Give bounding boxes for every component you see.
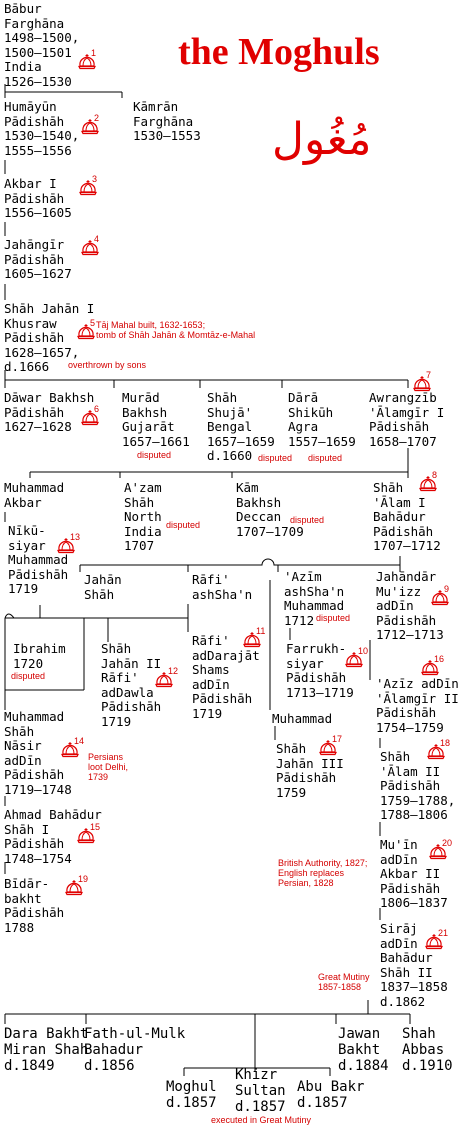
- note-overthrown: overthrown by sons: [68, 360, 147, 370]
- reign-number: 14: [74, 736, 85, 746]
- urdu-title: مُغُول: [272, 114, 372, 165]
- person-jawan-bakht: Jawan Bakht d.1884: [338, 1026, 389, 1074]
- person-abu-bakr: Abu Bakr d.1857: [297, 1079, 365, 1111]
- person-shah-shuja: Shāh Shujā' Bengal 1657–1659 d.1660: [207, 390, 275, 463]
- person-shah-jahan-iii: Shāh Jahān III Pādishāh 1759: [276, 741, 344, 800]
- crown-icon: [65, 880, 83, 896]
- person-fath-ul-mulk: Fath-ul-Mulk Bahadur d.1856: [84, 1026, 186, 1074]
- person-rafi-ashshan: Rāfi' ashSha'n: [192, 572, 253, 602]
- note-great-mutiny: Great Mutiny 1857-1858: [318, 972, 370, 992]
- note-disputed-azim: disputed: [316, 613, 351, 623]
- person-dara-shikuh: Dārā Shikūh Agra 1557–1659: [288, 390, 356, 449]
- person-shah-alam-ii: Shāh 'Ālam II Pādishāh 1759–1788, 1788–1…: [380, 749, 456, 822]
- crown-icon: [77, 324, 95, 340]
- person-babur: Bābur Farghāna 1498–1500, 1500–1501 Indi…: [4, 1, 80, 89]
- person-akbar-i: Akbar I Pādishāh 1556–1605: [4, 176, 72, 220]
- crown-icon: [61, 742, 79, 758]
- person-khizr-sultan: Khizr Sultan d.1857: [235, 1067, 286, 1115]
- person-kamran: Kāmrān Farghāna 1530–1553: [133, 99, 201, 143]
- person-nikusiyar: Nīkū- siyar Muhammad Pādishāh 1719: [8, 523, 69, 596]
- reign-number: 1: [91, 48, 97, 58]
- person-humayun: Humāyūn Pādishāh 1530–1540, 1555–1556: [4, 99, 80, 158]
- crown-icon: [413, 376, 431, 392]
- reign-number: 12: [168, 666, 179, 676]
- reign-number: 13: [70, 532, 81, 542]
- person-awrangzib: Awrangzīb 'Ālamgīr I Pādishāh 1658–1707: [369, 390, 445, 449]
- reign-number: 15: [90, 822, 101, 832]
- person-dara-bakht: Dara Bakht Miran Shah d.1849: [4, 1026, 89, 1074]
- crown-icon: [431, 590, 449, 606]
- note-disputed-shuja: disputed: [258, 453, 293, 463]
- note-disputed-murad: disputed: [137, 450, 172, 460]
- crown-icon: [81, 240, 99, 256]
- reign-number: 3: [92, 174, 98, 184]
- reign-number: 21: [438, 928, 449, 938]
- person-moghul: Moghul d.1857: [166, 1079, 217, 1111]
- reign-number: 7: [426, 370, 432, 380]
- crown-icon: [81, 410, 99, 426]
- person-farrukhsiyar: Farrukh- siyar Pādishāh 1713–1719: [286, 641, 354, 700]
- reign-number: 9: [444, 584, 450, 594]
- person-jahan-shah: Jahān Shāh: [84, 572, 122, 602]
- person-shah-abbas: Shah Abbas d.1910: [402, 1026, 453, 1074]
- reign-number: 17: [332, 734, 343, 744]
- reign-number: 18: [440, 738, 451, 748]
- crown-icon: [155, 672, 173, 688]
- crown-icon: [243, 632, 261, 648]
- person-dawar-bakhsh: Dāwar Bakhsh Pādishāh 1627–1628: [4, 390, 95, 434]
- reign-number: 11: [256, 626, 266, 636]
- reign-number: 20: [442, 838, 453, 848]
- page-title: the Moghuls: [178, 31, 380, 73]
- person-kam-bakhsh: Kām Bakhsh Deccan 1707–1709: [236, 480, 304, 539]
- person-azim-ashshan: 'Azīm ashSha'n Muhammad 1712: [284, 569, 345, 628]
- person-shah-jahan-ii: Shāh Jahān II Rāfi' adDawla Pādishāh 171…: [101, 641, 162, 729]
- reign-number: 5: [90, 318, 96, 328]
- note-disputed-azam: disputed: [166, 520, 201, 530]
- note-taj-mahal: Tāj Mahal built, 1632-1653; tomb of Shāh…: [96, 320, 256, 340]
- crown-icon: [78, 54, 96, 70]
- note-executed: executed in Great Mutiny: [211, 1115, 312, 1125]
- note-disputed-kam: disputed: [290, 515, 325, 525]
- person-rafi-addarajat: Rāfi' adDarajāt Shams adDīn Pādishāh 171…: [192, 633, 260, 721]
- person-ahmad-bahadur: Ahmad Bahādur Shāh I Pādishāh 1748–1754: [4, 807, 102, 866]
- reign-number: 10: [358, 646, 369, 656]
- person-muin-akbar-ii: Mu'īn adDīn Akbar II Pādishāh 1806–1837: [380, 837, 448, 910]
- person-muhammad: Muhammad: [272, 711, 333, 726]
- person-muhammad-akbar: Muhammad Akbar: [4, 480, 65, 510]
- crown-icon: [57, 538, 75, 554]
- reign-number: 6: [94, 404, 100, 414]
- person-jahangir: Jahāngīr Pādishāh 1605–1627: [4, 237, 72, 281]
- person-aziz-addin: 'Azīz adDīn 'Ālamgīr II Pādishāh 1754–17…: [376, 676, 459, 735]
- note-disputed-dara: disputed: [308, 453, 343, 463]
- crown-icon: [77, 828, 95, 844]
- person-azam-shah: A'zam Shāh North India 1707: [124, 480, 162, 553]
- note-persians: Persians loot Delhi, 1739: [88, 752, 129, 782]
- person-muhammad-shah: Muhammad Shāh Nāsir adDīn Pādishāh 1719–…: [4, 709, 72, 797]
- person-shah-jahan-i: Shāh Jahān I Khusraw Pādishāh 1628–1657,…: [4, 301, 95, 374]
- reign-number: 2: [94, 113, 100, 123]
- reign-number: 4: [94, 234, 100, 244]
- person-bidar-bakht: Bīdār- bakht Pādishāh 1788: [4, 876, 65, 935]
- crown-icon: [345, 652, 363, 668]
- person-ibrahim: Ibrahim 1720: [13, 641, 66, 671]
- crown-icon: [427, 744, 445, 760]
- crown-icon: [81, 119, 99, 135]
- note-british: British Authority, 1827; English replace…: [278, 858, 368, 888]
- person-shah-alam-i: Shāh 'Ālam I Bahādur Pādishāh 1707–1712: [373, 480, 441, 553]
- crown-icon: [79, 180, 97, 196]
- crown-icon: [421, 660, 439, 676]
- person-jahandar: Jahāndār Mu'izz adDīn Pādishāh 1712–1713: [376, 569, 444, 642]
- crown-icon: [429, 844, 447, 860]
- crown-icon: [319, 740, 337, 756]
- person-murad-bakhsh: Murād Bakhsh Gujarāt 1657–1661: [122, 390, 190, 449]
- note-disputed-ibrahim: disputed: [11, 671, 46, 681]
- reign-number: 8: [432, 470, 438, 480]
- crown-icon: [425, 934, 443, 950]
- reign-number: 19: [78, 874, 89, 884]
- person-siraj-bahadur: Sirāj adDīn Bahādur Shāh II 1837–1858 d.…: [380, 921, 448, 1009]
- crown-icon: [419, 476, 437, 492]
- reign-number: 16: [434, 654, 445, 664]
